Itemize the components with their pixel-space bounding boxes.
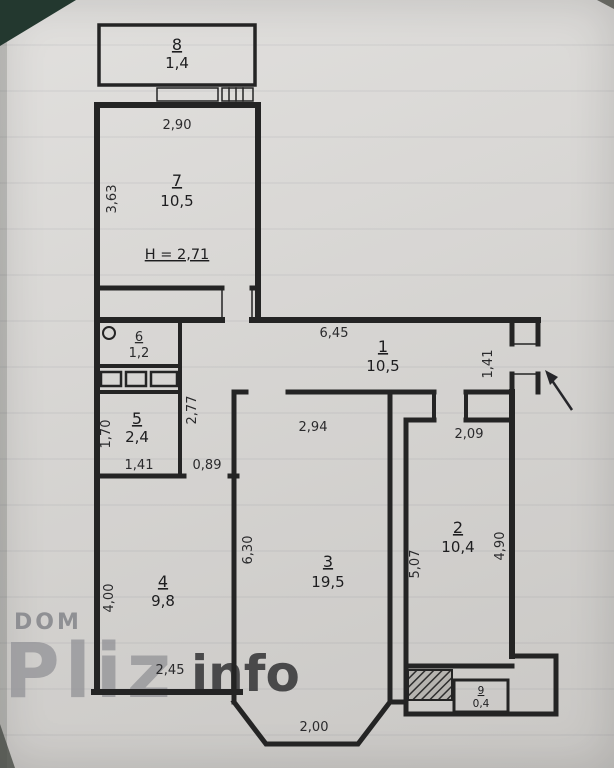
room-3-number: 3 bbox=[323, 552, 333, 571]
room-5-label: 5 2,4 bbox=[125, 409, 149, 446]
room-9-label: 9 0,4 bbox=[473, 685, 490, 710]
room-4-area: 9,8 bbox=[151, 592, 175, 610]
room-6-number: 6 bbox=[135, 330, 143, 345]
room-8-number: 8 bbox=[172, 35, 182, 54]
dim-r2-right: 4,90 bbox=[493, 532, 508, 561]
photo-corner-top-left bbox=[0, 0, 76, 46]
room-3-area: 19,5 bbox=[311, 573, 344, 591]
room-7-number: 7 bbox=[172, 171, 182, 190]
watermark: DOM Pliz info bbox=[4, 610, 300, 715]
room7-door-jambs bbox=[221, 287, 253, 321]
dim-r4-bottom: 2,45 bbox=[156, 663, 185, 678]
ceiling-height-note: Н = 2,71 bbox=[145, 247, 210, 263]
room-2-number: 2 bbox=[453, 518, 463, 537]
room-8-area: 1,4 bbox=[165, 54, 189, 72]
vent-shaft-hatch bbox=[407, 669, 453, 701]
shaft-box-1 bbox=[99, 370, 123, 388]
room2-vestibule-walls bbox=[432, 390, 468, 422]
walls bbox=[91, 23, 559, 747]
room-1-label: 1 10,5 bbox=[366, 337, 399, 375]
dim-hall-right: 1,41 bbox=[481, 350, 496, 379]
room3-bay-walls bbox=[230, 698, 409, 747]
watermark-dom: DOM bbox=[14, 610, 82, 635]
shaft-box-2 bbox=[124, 370, 148, 388]
room-4-number: 4 bbox=[158, 572, 168, 591]
entrance-arrow-head bbox=[545, 370, 558, 385]
room-6-label: 6 1,2 bbox=[129, 330, 150, 361]
room-5-area: 2,4 bbox=[125, 428, 149, 446]
dim-r2-top: 2,09 bbox=[455, 427, 484, 442]
room-2-area: 10,4 bbox=[441, 538, 474, 556]
dim-r5-left: 1,70 bbox=[99, 420, 114, 449]
photo-left-edge-shadow bbox=[0, 0, 7, 768]
bottom-right-notch bbox=[509, 653, 559, 717]
room-7-label: 7 10,5 bbox=[160, 171, 193, 210]
plumbing-stack-circle bbox=[102, 326, 116, 340]
dim-r7-top: 2,90 bbox=[163, 118, 192, 133]
watermark-pliz: Pliz bbox=[4, 626, 176, 715]
room-9-area: 0,4 bbox=[473, 698, 490, 710]
labels: 8 1,4 2,90 3,63 7 10,5 Н = 2,71 6 1,2 6,… bbox=[99, 35, 508, 735]
room-7-area: 10,5 bbox=[160, 192, 193, 210]
photo-corner-top-right bbox=[597, 0, 614, 9]
window-2-hatch bbox=[228, 87, 244, 102]
dim-vestibule-left: 2,77 bbox=[185, 396, 200, 425]
room-8-label: 8 1,4 bbox=[165, 35, 189, 72]
room-3-label: 3 19,5 bbox=[311, 552, 344, 591]
dim-r7-left: 3,63 bbox=[105, 185, 120, 214]
room-6-area: 1,2 bbox=[129, 346, 150, 361]
entrance-wall bbox=[509, 317, 541, 395]
dim-r4-left: 4,00 bbox=[102, 584, 117, 613]
room-5-number: 5 bbox=[132, 409, 142, 428]
room7-window-2 bbox=[221, 87, 254, 102]
dim-r3-top: 2,94 bbox=[299, 420, 328, 435]
entrance-door-jambs bbox=[511, 343, 539, 375]
entrance-arrow bbox=[545, 370, 574, 411]
photo-corner-bottom-left bbox=[0, 724, 15, 768]
dim-r4-door: 0,89 bbox=[193, 458, 222, 473]
dim-r5-bottom: 1,41 bbox=[125, 458, 154, 473]
balcony9-outline bbox=[452, 678, 510, 714]
room-2-label: 2 10,4 bbox=[441, 518, 474, 556]
room-1-area: 10,5 bbox=[366, 357, 399, 375]
dim-r2-left: 5,07 bbox=[408, 550, 423, 579]
dim-bay-bottom: 2,00 bbox=[300, 720, 329, 735]
room-1-number: 1 bbox=[378, 337, 388, 356]
shaft-box-3 bbox=[149, 370, 179, 388]
dim-hall-length: 6,45 bbox=[320, 326, 349, 341]
dim-r3-left: 6,30 bbox=[241, 536, 256, 565]
balcony8-outline bbox=[97, 23, 257, 87]
room-4-label: 4 9,8 bbox=[151, 572, 175, 610]
room-9-number: 9 bbox=[478, 685, 485, 697]
room7-window bbox=[156, 87, 219, 102]
